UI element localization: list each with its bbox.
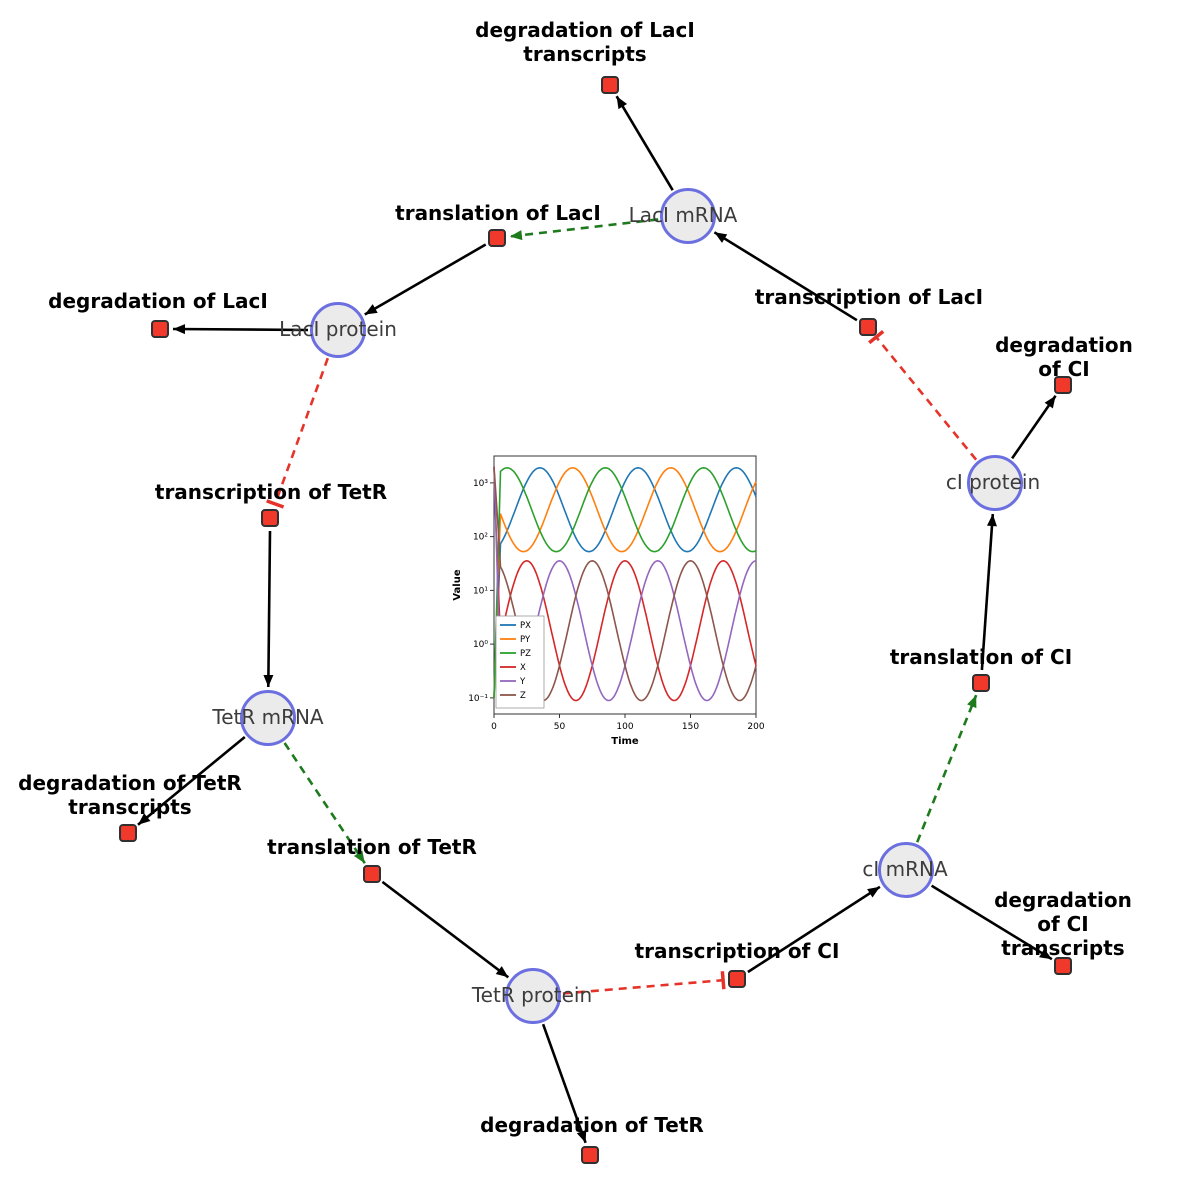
- reaction-label-deg-tetr-transcripts: degradation of TetR transcripts: [18, 771, 242, 819]
- reaction-node-deg-laci: [151, 320, 169, 338]
- edge-laci-mrna-to-deg-laci-transcripts: [615, 95, 674, 191]
- reaction-label-translation-ci: translation of CI: [889, 645, 1073, 669]
- series-PY: [493, 467, 757, 698]
- series-PX: [493, 467, 757, 698]
- reaction-node-translation-ci: [972, 674, 990, 692]
- edge-ci-protein-inhibits-transcription-laci: [868, 330, 978, 461]
- reaction-label-deg-tetr: degradation of TetR: [480, 1113, 704, 1137]
- reaction-node-deg-ci-transcripts: [1054, 957, 1072, 975]
- species-node-tetr-mrna: [240, 690, 296, 746]
- y-tick-label: 10⁻¹: [468, 694, 488, 704]
- legend-box: [495, 615, 545, 709]
- edge-ci-protein-to-deg-ci: [1011, 394, 1057, 460]
- legend-label-X: X: [520, 663, 526, 673]
- species-node-ci-mrna: [878, 842, 934, 898]
- reaction-label-translation-laci: translation of LacI: [395, 201, 601, 225]
- reaction-node-translation-laci: [488, 229, 506, 247]
- species-label-ci-mrna: cI mRNA: [862, 857, 948, 881]
- species-label-laci-mrna: LacI mRNA: [628, 203, 738, 227]
- x-tick-label: 150: [682, 722, 699, 732]
- reaction-label-deg-laci-transcripts: degradation of LacI transcripts: [475, 18, 695, 66]
- edge-ci-mrna-modifies-translation-ci: [915, 694, 978, 843]
- legend-label-Z: Z: [520, 691, 526, 701]
- y-axis-label: Value: [452, 569, 463, 600]
- x-tick-label: 200: [747, 722, 764, 732]
- species-label-tetr-protein: TetR protein: [471, 983, 593, 1007]
- reaction-node-deg-tetr: [581, 1146, 599, 1164]
- species-node-tetr-protein: [505, 968, 561, 1024]
- y-tick-label: 10²: [473, 533, 488, 543]
- y-tick-label: 10⁰: [473, 640, 488, 650]
- legend-label-PX: PX: [520, 621, 531, 631]
- edge-translation-laci-to-laci-protein: [364, 243, 487, 316]
- reaction-node-deg-tetr-transcripts: [119, 824, 137, 842]
- series-X: [493, 466, 757, 702]
- reaction-label-deg-laci: degradation of LacI: [48, 289, 268, 313]
- reaction-label-deg-ci-transcripts: degradation of CI transcripts: [994, 888, 1132, 960]
- series-PZ: [493, 467, 757, 698]
- species-label-tetr-mrna: TetR mRNA: [212, 705, 324, 729]
- species-label-ci-protein: cI protein: [945, 470, 1041, 494]
- x-axis-label: Time: [611, 736, 639, 747]
- y-tick-label: 10³: [473, 479, 488, 489]
- legend-label-PY: PY: [520, 635, 531, 645]
- reaction-label-transcription-ci: transcription of CI: [634, 939, 840, 963]
- legend-label-PZ: PZ: [520, 649, 531, 659]
- x-tick-label: 50: [554, 722, 566, 732]
- reaction-node-transcription-tetr: [261, 509, 279, 527]
- x-tick-label: 0: [491, 722, 497, 732]
- species-node-ci-protein: [967, 455, 1023, 511]
- y-tick-label: 10¹: [473, 586, 488, 596]
- species-node-laci-protein: [310, 302, 366, 358]
- reaction-node-deg-ci: [1054, 376, 1072, 394]
- legend-label-Y: Y: [519, 677, 526, 687]
- reaction-node-transcription-ci: [728, 970, 746, 988]
- x-tick-label: 100: [616, 722, 633, 732]
- species-node-laci-mrna: [660, 188, 716, 244]
- reaction-node-deg-laci-transcripts: [601, 76, 619, 94]
- reaction-node-translation-tetr: [363, 865, 381, 883]
- reaction-label-deg-ci: degradation of CI: [995, 333, 1133, 381]
- reaction-node-transcription-laci: [859, 318, 877, 336]
- reaction-label-transcription-laci: transcription of LacI: [754, 285, 984, 309]
- edge-translation-tetr-to-tetr-protein: [381, 880, 510, 979]
- species-label-laci-protein: LacI protein: [279, 317, 397, 341]
- reaction-label-translation-tetr: translation of TetR: [267, 835, 477, 859]
- reaction-label-transcription-tetr: transcription of TetR: [154, 480, 388, 504]
- edge-transcription-tetr-to-tetr-mrna: [263, 530, 274, 688]
